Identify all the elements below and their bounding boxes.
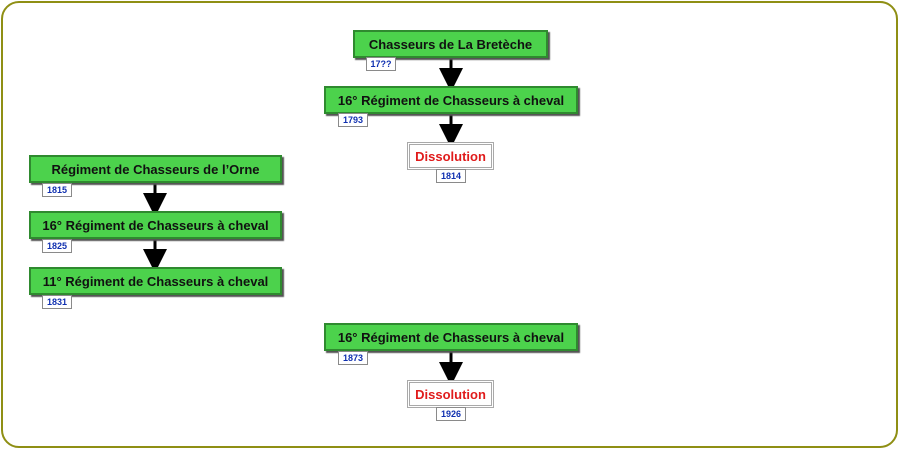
node-11-regiment-1831: 11° Régiment de Chasseurs à cheval	[29, 267, 282, 295]
node-16-regiment-1873: 16° Régiment de Chasseurs à cheval	[324, 323, 578, 351]
year-label-1815: 1815	[42, 183, 72, 197]
year-label-1926: 1926	[436, 407, 466, 421]
year-label-1831: 1831	[42, 295, 72, 309]
year-label-1793: 1793	[338, 113, 368, 127]
node-16-regiment-1793: 16° Régiment de Chasseurs à cheval	[324, 86, 578, 114]
year-label-1873: 1873	[338, 351, 368, 365]
year-label-1814: 1814	[436, 169, 466, 183]
year-label-breteche: 17??	[366, 57, 396, 71]
node-dissolution-1814: Dissolution	[407, 142, 494, 170]
node-regiment-orne: Régiment de Chasseurs de l’Orne	[29, 155, 282, 183]
year-label-1825: 1825	[42, 239, 72, 253]
node-16-regiment-1825: 16° Régiment de Chasseurs à cheval	[29, 211, 282, 239]
node-chasseurs-la-breteche: Chasseurs de La Bretèche	[353, 30, 548, 58]
node-dissolution-1926: Dissolution	[407, 380, 494, 408]
